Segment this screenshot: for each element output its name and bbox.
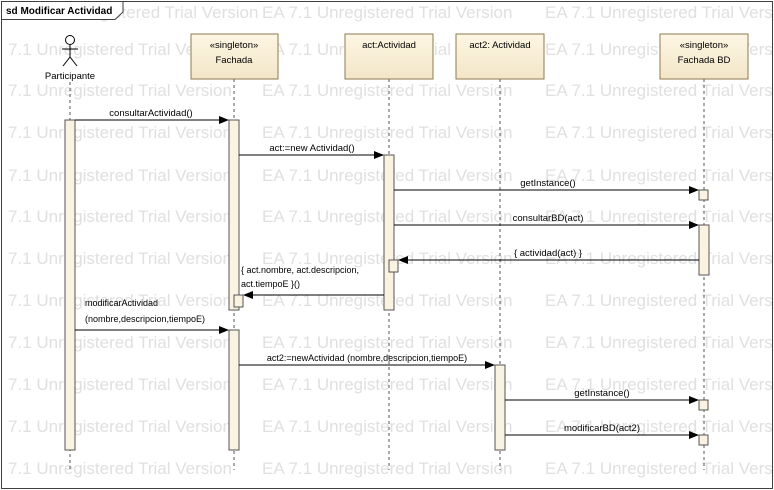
watermark-text: 7.1 Unregistered Trial Version	[8, 123, 232, 142]
watermark-text: EA 7.1 Unregistered Trial Version	[545, 3, 774, 22]
activation-fachada-bd-4[interactable]	[698, 434, 709, 446]
activation-fachada-bd-2[interactable]	[698, 224, 710, 276]
message-label: act2:=newActividad (nombre,descripcion,t…	[267, 353, 467, 363]
activation-participante[interactable]	[64, 119, 76, 451]
lifeline-stereotype: «singleton»	[680, 40, 729, 51]
watermark-text: EA 7.1 Unregistered Trial Version	[262, 3, 512, 22]
watermark-layer: EA 7.1 Unregistered Trial Version EA 7.1…	[8, 3, 774, 478]
watermark-text: EA 7.1 Unregistered Trial Version	[545, 459, 774, 478]
lifeline-name: Fachada BD	[678, 55, 731, 66]
activation-act2[interactable]	[494, 364, 506, 451]
watermark-text: 7.1 Unregistered Trial Version	[8, 249, 232, 268]
lifeline-head-act2[interactable]: act2: Actividad	[455, 33, 545, 80]
activation-bars	[64, 119, 710, 451]
message-label: consultarActividad()	[109, 108, 192, 119]
watermark-text: EA 7.1 Unregistered Trial Version	[262, 375, 512, 394]
message-label: modificarActividad	[85, 298, 158, 308]
watermark-text: EA 7.1 Unregistered Trial Version	[262, 123, 512, 142]
lifeline-head-fachada[interactable]: «singleton» Fachada	[190, 33, 279, 80]
watermark-text: EA 7.1 Unregistered Trial Version	[262, 459, 512, 478]
watermark-text: EA 7.1 Unregistered Trial Version	[262, 333, 512, 352]
actor-label: Participante	[45, 71, 95, 82]
activation-fachada-bd-3[interactable]	[698, 399, 709, 411]
watermark-text: EA 7.1 Unregistered Trial Version	[545, 81, 774, 100]
watermark-text: 7.1 Unregistered Trial Version	[8, 459, 232, 478]
lifeline-stereotype: «singleton»	[210, 40, 259, 51]
watermark-text: EA 7.1 Unregistered Trial Version	[545, 166, 774, 185]
messages	[75, 116, 699, 439]
watermark-text: EA 7.1 Unregistered Trial Version	[545, 333, 774, 352]
message-label: getInstance()	[574, 388, 629, 399]
activation-act[interactable]	[383, 154, 395, 311]
watermark-text: EA 7.1 Unregistered Trial Version	[545, 207, 774, 226]
frame-title-tab	[1, 1, 124, 20]
watermark-text: EA 7.1 Unregistered Trial Version	[545, 291, 774, 310]
message-label: act:=new Actividad()	[269, 143, 354, 154]
lifeline-name: Fachada	[216, 55, 254, 66]
watermark-text: 7.1 Unregistered Trial Version	[8, 166, 232, 185]
watermark-text: EA 7.1 Unregistered Trial Version	[545, 375, 774, 394]
lifeline-head-act[interactable]: act:Actividad	[344, 33, 434, 80]
frame-title: sd Modificar Actividad	[6, 6, 112, 17]
watermark-text: 7.1 Unregistered Trial Version	[8, 291, 232, 310]
activation-fachada-self[interactable]	[233, 294, 244, 308]
lifeline-name: act:Actividad	[362, 40, 416, 51]
watermark-text: 7.1 Unregistered Trial Version	[8, 417, 232, 436]
message-label: { act.nombre, act.descripcion,	[241, 265, 359, 275]
watermark-text: 7.1 Unregistered Trial Version	[8, 207, 232, 226]
message-label: (nombre,descripcion,tiempoE)	[85, 314, 205, 324]
message-label: modificarBD(act2)	[564, 423, 640, 434]
actor-participante[interactable]	[62, 35, 78, 67]
message-label: { actividad(act) }	[514, 248, 582, 259]
watermark-text: EA 7.1 Unregistered Trial Version	[545, 123, 774, 142]
activation-fachada-1[interactable]	[228, 119, 240, 311]
message-label: act.tiempoE }()	[241, 279, 300, 289]
watermark-text: EA 7.1 Unregistered Trial Version	[262, 417, 512, 436]
watermark-text: 7.1 Unregistered Trial Version	[8, 40, 232, 59]
message-label: consultarBD(act)	[513, 213, 584, 224]
watermark-text: 7.1 Unregistered Trial Version	[8, 375, 232, 394]
watermark-text: 7.1 Unregistered Trial Version	[8, 81, 232, 100]
watermark-text: EA 7.1 Unregistered Trial Version	[262, 81, 512, 100]
message-label: getInstance()	[520, 178, 575, 189]
watermark-text: EA 7.1 Unregistered Trial Version	[545, 417, 774, 436]
activation-fachada-bd-1[interactable]	[698, 189, 709, 201]
actor-head-icon	[65, 35, 75, 45]
watermark-text: 7.1 Unregistered Trial Version	[8, 333, 232, 352]
activation-fachada-2[interactable]	[228, 329, 240, 451]
lifeline-head-fachada-bd[interactable]: «singleton» Fachada BD	[659, 33, 749, 80]
activation-act-self[interactable]	[388, 259, 399, 273]
lifeline-name: act2: Actividad	[469, 40, 530, 51]
watermark-text: EA 7.1 Unregistered Trial Version	[545, 249, 774, 268]
